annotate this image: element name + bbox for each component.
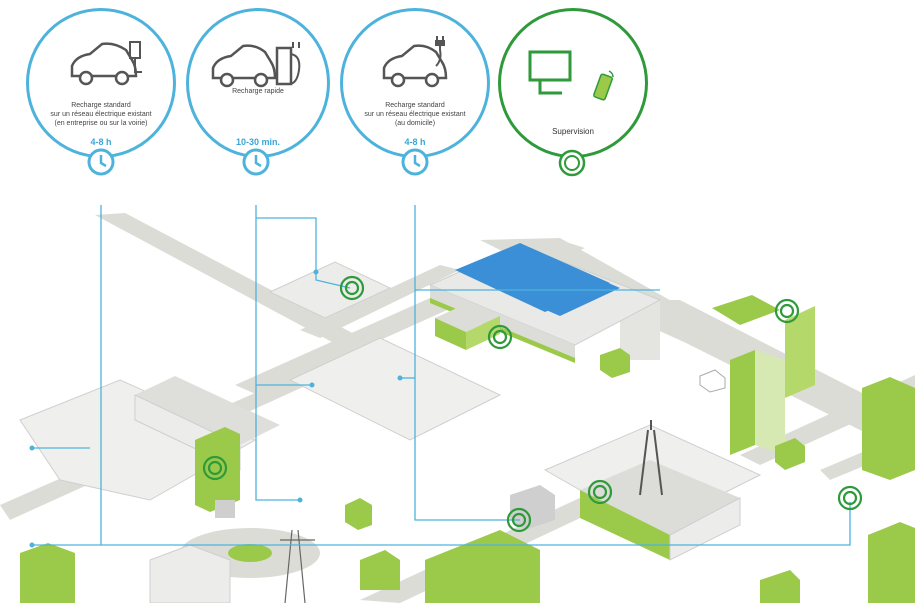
supervision-bubble: Supervision [498, 8, 648, 158]
car-fast-charger-icon [211, 42, 301, 88]
power-pylon [280, 529, 315, 603]
supervision-target-icon [558, 149, 586, 177]
clock-icon [401, 148, 429, 176]
car-plug-icon [382, 36, 448, 88]
charging-marker [202, 455, 228, 481]
clock-icon [242, 148, 270, 176]
roundabout-green [228, 544, 272, 562]
charging-markers [202, 275, 863, 533]
station-description: Recharge standard sur un réseau électriq… [50, 102, 152, 127]
charging-marker [487, 324, 513, 350]
computer-icon [528, 50, 572, 95]
station-fast-charging: Recharge rapide 10-30 min. [186, 8, 330, 158]
charging-duration: 4-8 h [404, 137, 426, 147]
car-wallbox-icon [70, 41, 142, 86]
mobile-phone-icon [593, 70, 614, 101]
charging-marker [587, 479, 613, 505]
charging-marker [339, 275, 365, 301]
buildings-bottom [20, 485, 555, 603]
line-endpoints [29, 269, 403, 548]
charging-duration: 10-30 min. [235, 137, 281, 147]
green-buildings [435, 302, 630, 378]
charging-marker [837, 485, 863, 511]
charging-marker [506, 507, 532, 533]
station-standard-home: Recharge standard sur un réseau électriq… [340, 8, 490, 158]
clock-icon [87, 148, 115, 176]
station-standard-business: Recharge standard sur un réseau électriq… [26, 8, 176, 158]
station-description: Recharge rapide [232, 88, 284, 95]
supervision-label: Supervision [552, 127, 594, 136]
charging-marker [774, 298, 800, 324]
towers-right [699, 295, 915, 603]
office-block-left [134, 376, 280, 512]
station-description: Recharge standard sur un réseau électriq… [364, 102, 466, 127]
charging-duration: 4-8 h [90, 137, 112, 147]
